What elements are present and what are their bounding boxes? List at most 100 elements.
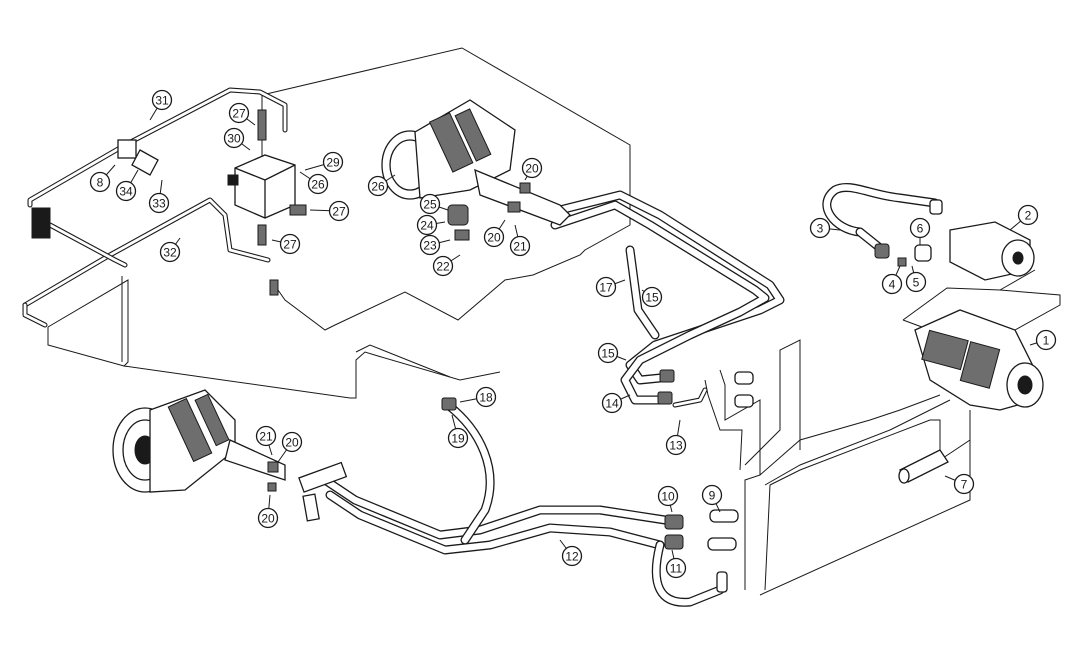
callout-circle [1017,204,1039,226]
filter-7 [898,449,949,484]
callout-c32: 32 [159,241,181,263]
hydraulic-pump [914,309,1044,411]
callout-c5: 5 [905,271,927,293]
callout-c6: 6 [909,217,931,239]
callout-c22: 22 [432,255,454,277]
callout-circle [809,217,831,239]
callout-circle [223,127,245,149]
callout-circle [953,473,975,495]
callout-c20d: 20 [257,507,279,529]
callout-circle [657,485,679,507]
callout-c19: 19 [447,427,469,449]
callout-c25: 25 [419,193,441,215]
callout-circle [148,192,170,214]
callout-circle [905,271,927,293]
steel-tube-31 [27,87,288,208]
callout-number: 27 [332,205,346,219]
callout-circle [432,255,454,277]
callout-circle [601,392,623,414]
callout-circle [665,557,687,579]
callout-c10: 10 [657,485,679,507]
callout-c26b: 26 [307,173,329,195]
callout-number: 18 [479,391,493,405]
callout-circle [909,217,931,239]
callout-c15b: 15 [641,286,663,308]
callout-c20a: 20 [521,157,543,179]
callout-c2: 2 [1017,204,1039,226]
callout-c21a: 21 [509,235,531,257]
callout-number: 13 [669,439,683,453]
callout-c27a: 27 [228,102,250,124]
callout-circle [521,157,543,179]
callout-circle [509,235,531,257]
callout-number: 30 [227,132,241,146]
wheel-motor-top [381,99,571,226]
callout-number: 15 [601,347,615,361]
hose-3 [822,182,940,253]
callout-c29: 29 [322,151,344,173]
callout-number: 2 [1025,209,1032,223]
valve-block [227,109,307,296]
callout-c30: 30 [223,127,245,149]
callout-number: 12 [565,550,579,564]
callout-circle [89,171,111,193]
callout-circle [881,273,903,295]
callout-circle [447,427,469,449]
callout-number: 20 [525,162,539,176]
callout-number: 6 [917,222,924,236]
callout-number: 9 [709,489,716,503]
callout-circle [279,233,301,255]
callout-c34: 34 [115,180,137,202]
callout-circle [257,507,279,529]
callout-c7: 7 [953,473,975,495]
bracket-8-34 [31,139,159,239]
callout-c8: 8 [89,171,111,193]
callout-circle [255,425,277,447]
callout-c1: 1 [1035,329,1057,351]
callout-c3: 3 [809,217,831,239]
wheel-motor-left [112,389,286,493]
hose-13 [672,387,708,408]
callout-c11: 11 [665,557,687,579]
callout-circle [307,173,329,195]
callout-number: 7 [961,478,968,492]
callout-c27b: 27 [328,200,350,222]
callout-c17: 17 [595,276,617,298]
callout-circle [1035,329,1057,351]
callout-circle [151,89,173,111]
callout-circle [561,545,583,567]
callout-number: 31 [155,94,169,108]
callout-number: 4 [889,278,896,292]
hose-10-11-12 [320,475,725,607]
callout-c26: 26 [367,175,389,197]
callout-circle [665,434,687,456]
callout-number: 1 [1043,334,1050,348]
callout-number: 34 [119,185,133,199]
callout-circle [641,286,663,308]
callout-circle [159,241,181,263]
steel-tube-31b [47,222,128,268]
auxiliary-pump [949,221,1035,281]
callout-number: 10 [661,490,675,504]
callout-circle [367,175,389,197]
callout-c23: 23 [419,234,441,256]
callout-number: 21 [513,240,527,254]
callout-c15a: 15 [597,342,619,364]
callout-circle [228,102,250,124]
hose-18 [443,400,495,545]
callout-number: 27 [283,238,297,252]
callout-number: 5 [913,276,920,290]
callout-number: 8 [97,176,104,190]
callout-c13: 13 [665,434,687,456]
callout-c31: 31 [151,89,173,111]
callout-circle [597,342,619,364]
callout-number: 19 [451,432,465,446]
callout-number: 24 [420,219,434,233]
callout-circle [419,193,441,215]
callout-number: 26 [371,180,385,194]
callout-number: 22 [436,260,450,274]
callout-c21b: 21 [255,425,277,447]
callout-number: 20 [261,512,275,526]
